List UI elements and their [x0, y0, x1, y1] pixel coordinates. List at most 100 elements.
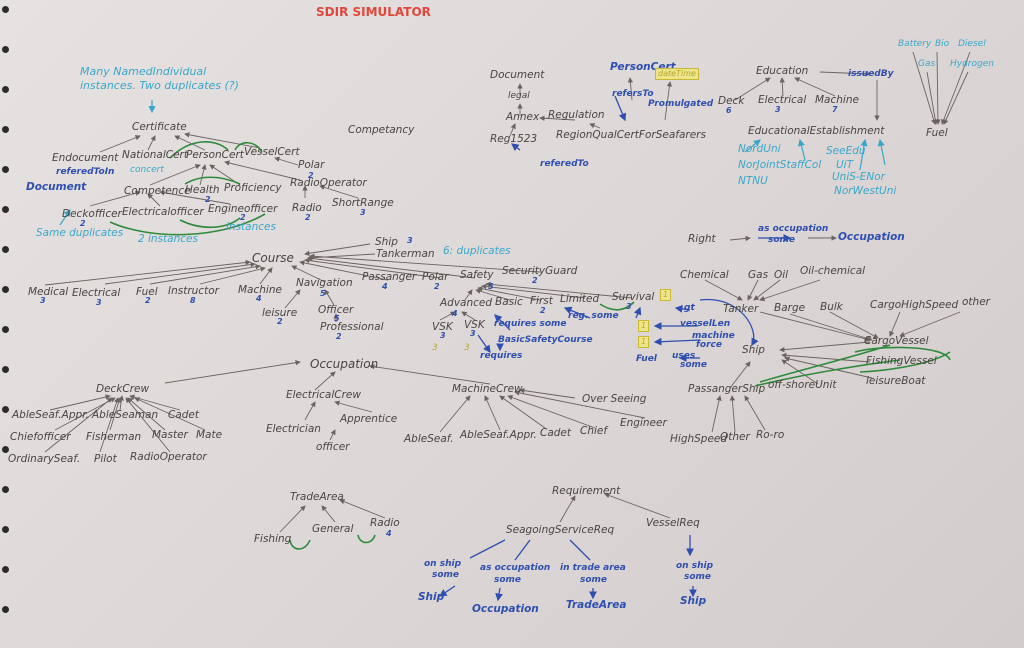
- occ-master: Master: [152, 429, 188, 441]
- requires-edge: requires: [480, 351, 523, 361]
- vessel-req: VesselReq: [646, 517, 700, 529]
- referred-to-in-edge: referedToIn: [56, 167, 115, 177]
- count-label: 3: [40, 296, 46, 305]
- req-ship-target-2: Ship: [680, 595, 707, 607]
- chemical-ship: Chemical: [680, 269, 729, 281]
- trade-general: General: [312, 523, 354, 535]
- instances-label: instances: [226, 221, 276, 233]
- fishing-vessel-node: FishingVessel: [866, 355, 937, 367]
- education-node: Education: [756, 65, 809, 77]
- binder-hole: [2, 566, 9, 573]
- occ-apprentice: Apprentice: [340, 413, 398, 425]
- instances-note: Many NamedIndividual: [80, 65, 207, 78]
- basic-safety-course-node: BasicSafetyCourse: [498, 335, 593, 345]
- passenger-course: Passanger: [362, 271, 417, 283]
- leisure-course: leisure: [262, 307, 298, 319]
- oil-chemical-ship: Oil-chemical: [800, 265, 866, 277]
- ship-course-node: Ship: [375, 236, 398, 248]
- binder-hole: [2, 486, 9, 493]
- highlight-box: 1: [638, 320, 650, 332]
- fuel-hydrogen: Hydrogen: [950, 59, 994, 69]
- binder-hole: [2, 446, 9, 453]
- cargo-highspeed-ship: CargoHighSpeed: [870, 299, 959, 311]
- fuel-battery: Battery: [898, 39, 932, 49]
- survival-safety: Survival: [612, 291, 655, 303]
- count-label: 6: [726, 106, 732, 115]
- polar-node: Polar: [298, 159, 325, 171]
- count-label: 2: [80, 219, 86, 228]
- passenger-ship-node: PassangerShip: [688, 383, 766, 395]
- safety-course: Safety: [460, 269, 494, 281]
- offshore-unit-node: off-shoreUnit: [768, 379, 837, 391]
- health-node: Health: [185, 184, 220, 196]
- binder-hole: [2, 126, 9, 133]
- occ-able-seaf-appr: AbleSeaf.Appr.: [12, 409, 89, 421]
- machine-edu-node: Machine: [815, 94, 859, 106]
- promulgated-edge: Promulgated: [648, 99, 714, 109]
- vsk-node: VSK: [432, 321, 453, 333]
- security-guard-course: SecurityGuard: [502, 265, 578, 277]
- occ-officer: officer: [316, 441, 350, 453]
- other-ship: other: [962, 296, 990, 308]
- tanker-ship: Tanker: [723, 303, 759, 315]
- count-label: 5: [488, 282, 494, 291]
- occ-cadet-2: Cadet: [540, 427, 572, 439]
- deck-edu-node: Deck: [718, 95, 745, 107]
- vsk-node: VSK: [464, 319, 485, 331]
- radio-operator-node: RadioOperator: [290, 177, 367, 189]
- occ-chief-officer: Chiefofficer: [10, 431, 71, 443]
- in-trade-area-edge: in trade area: [560, 563, 626, 573]
- uses-some-edge: some: [680, 360, 708, 370]
- count-label: 2: [305, 213, 311, 222]
- cargo-vessel-node: CargoVessel: [864, 335, 929, 347]
- reg-some-edge: reg. some: [568, 311, 619, 321]
- radio-node: Radio: [292, 202, 322, 214]
- edu-instance: SeeEdu: [826, 145, 866, 157]
- binder-hole: [2, 6, 9, 13]
- high-speed-ship: HighSpeed: [670, 433, 728, 445]
- count-label: 3: [407, 236, 413, 245]
- count-label: 4: [386, 529, 392, 538]
- count-label: 2: [205, 195, 211, 204]
- fuel-uses-node: Fuel: [636, 354, 657, 364]
- occ-ordinary-seaf: OrdinarySeaf.: [8, 453, 81, 465]
- reg-document-node: Document: [490, 69, 545, 81]
- proficiency-node: Proficiency: [224, 182, 282, 194]
- bulk-ship: Bulk: [820, 301, 843, 313]
- edu-instance: NordUni: [738, 143, 781, 155]
- educational-establishment-node: EducationalEstablishment: [748, 125, 885, 137]
- trade-fishing: Fishing: [254, 533, 292, 545]
- occ-able-seaf: AbleSeaf.: [404, 433, 454, 445]
- regulation-node: Regulation: [548, 109, 605, 121]
- binder-hole: [2, 206, 9, 213]
- edu-instance: UniS-ENor: [832, 171, 885, 183]
- document-node: Document: [26, 181, 87, 193]
- on-ship-edge: on ship: [424, 559, 462, 569]
- edu-instance: NorJointStaffCol: [738, 159, 822, 171]
- over-seeing-edge: Over Seeing: [582, 393, 647, 405]
- yellow-note: 3: [432, 343, 438, 353]
- as-occupation-edge: as occupation: [758, 224, 829, 234]
- deck-officer-node: Deckofficer: [62, 208, 122, 220]
- first-safety: First: [530, 295, 553, 307]
- officer-course: Officer: [318, 304, 354, 316]
- ro-ro-ship: Ro-ro: [756, 429, 785, 441]
- basic-safety: Basic: [495, 296, 523, 308]
- on-ship-edge-2: on ship: [676, 561, 714, 571]
- highlight-box: 1: [660, 289, 672, 301]
- as-occ-edge: some: [494, 575, 522, 585]
- requirement-node: Requirement: [552, 485, 621, 497]
- yellow-note: 3: [464, 343, 470, 353]
- occ-mate: Mate: [196, 429, 223, 441]
- count-label: 8: [190, 296, 196, 305]
- leisure-boat-node: leisureBoat: [866, 375, 926, 387]
- vessel-len-edge: vesselLen: [680, 319, 731, 329]
- medical-course: Medical: [28, 286, 69, 298]
- trade-area-node: TradeArea: [290, 491, 344, 503]
- binder-hole: [2, 406, 9, 413]
- occ-electrician: Electrician: [266, 423, 321, 435]
- binder-hole: [2, 606, 9, 613]
- binder-hole: [2, 286, 9, 293]
- limited-safety: Limited: [560, 293, 600, 305]
